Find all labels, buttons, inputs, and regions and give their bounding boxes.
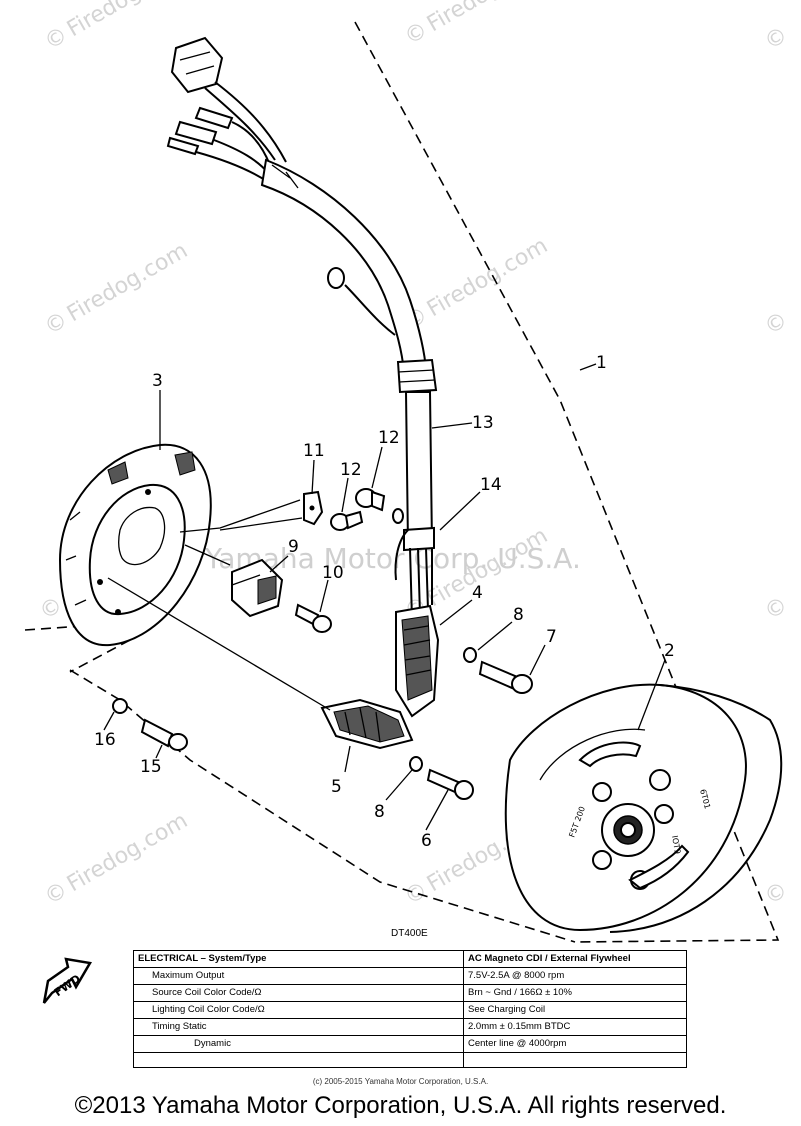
callout-15: 15 bbox=[140, 757, 162, 777]
callout-2: 2 bbox=[664, 641, 675, 661]
spec-row: Timing Static 2.0mm ± 0.15mm BTDC bbox=[133, 1018, 687, 1036]
screw-10 bbox=[294, 603, 332, 633]
assembly-boundary-line bbox=[69, 639, 131, 673]
spec-row: Lighting Coil Color Code/Ω See Charging … bbox=[133, 1001, 687, 1019]
spec-label: Lighting Coil Color Code/Ω bbox=[133, 1001, 464, 1019]
watermark-text: Firedog.com bbox=[63, 238, 192, 327]
electrical-spec-table: ELECTRICAL – System/Type AC Magneto CDI … bbox=[133, 950, 687, 1068]
spec-value: Brn ~ Gnd / 166Ω ± 10% bbox=[463, 984, 687, 1002]
spec-value: Center line @ 4000rpm bbox=[463, 1035, 687, 1053]
flywheel-rotor: F5T 200 6T01 IOT9 bbox=[504, 683, 783, 933]
callout-11: 11 bbox=[303, 441, 325, 461]
watermark-copyright: © bbox=[761, 23, 793, 56]
pickup-coil bbox=[231, 558, 284, 618]
spec-value: 7.5V-2.5A @ 8000 rpm bbox=[463, 967, 687, 985]
spec-value: See Charging Coil bbox=[463, 1001, 687, 1019]
spec-row: Dynamic Center line @ 4000rpm bbox=[133, 1035, 687, 1053]
callout-5: 5 bbox=[331, 777, 342, 797]
small-copyright-notice: (c) 2005-2015 Yamaha Motor Corporation, … bbox=[312, 1077, 489, 1086]
screw-12-right bbox=[355, 488, 386, 512]
watermark-text: Firedog.com bbox=[423, 0, 552, 37]
callout-9: 9 bbox=[288, 537, 299, 557]
spec-label: ELECTRICAL – System/Type bbox=[133, 950, 464, 968]
washer-16 bbox=[112, 698, 128, 714]
watermark-copyright: © bbox=[761, 593, 793, 626]
spec-label: Maximum Output bbox=[133, 967, 464, 985]
watermark-copyright: © bbox=[761, 878, 793, 911]
callout-13: 13 bbox=[472, 413, 494, 433]
callout-labels: 1 2 3 4 5 6 7 8 8 9 10 11 12 12 13 14 15… bbox=[94, 353, 675, 851]
watermark-text: Firedog.com bbox=[63, 0, 192, 42]
callout-4: 4 bbox=[472, 583, 483, 603]
watermark-text: Firedog.com bbox=[63, 808, 192, 897]
wiring-harness bbox=[166, 36, 438, 621]
washer-8-lower bbox=[409, 756, 423, 772]
spec-label: Timing Static bbox=[133, 1018, 464, 1036]
alignment-line bbox=[107, 577, 331, 711]
callout-1: 1 bbox=[596, 353, 607, 373]
watermark-text: Firedog.com bbox=[423, 233, 552, 322]
screw-6 bbox=[426, 768, 474, 800]
callout-10: 10 bbox=[322, 563, 344, 583]
screw-12-left bbox=[330, 510, 364, 531]
spec-label bbox=[133, 1052, 464, 1068]
watermark-copyright: © bbox=[761, 308, 793, 341]
callout-12-lower: 12 bbox=[340, 460, 362, 480]
stator-base-plate bbox=[58, 443, 212, 647]
callout-12-upper: 12 bbox=[378, 428, 400, 448]
leader-lines bbox=[103, 363, 666, 831]
callout-14: 14 bbox=[480, 475, 502, 495]
source-coil-assembly bbox=[320, 604, 440, 750]
alignment-line bbox=[184, 544, 231, 566]
screw-15 bbox=[140, 718, 188, 751]
spec-row: ELECTRICAL – System/Type AC Magneto CDI … bbox=[133, 950, 687, 968]
callout-8-upper: 8 bbox=[513, 605, 524, 625]
screw-7 bbox=[478, 660, 533, 694]
spec-label: Dynamic bbox=[133, 1035, 464, 1053]
callout-8-lower: 8 bbox=[374, 802, 385, 822]
washer-8-upper bbox=[463, 647, 477, 663]
model-code-label: DT400E bbox=[391, 928, 428, 939]
callout-7: 7 bbox=[546, 627, 557, 647]
callout-16: 16 bbox=[94, 730, 116, 750]
spec-value bbox=[463, 1052, 687, 1068]
spec-value: AC Magneto CDI / External Flywheel bbox=[463, 950, 687, 968]
spec-row bbox=[133, 1052, 687, 1068]
spec-row: Maximum Output 7.5V-2.5A @ 8000 rpm bbox=[133, 967, 687, 985]
flywheel-mark: IOT9 bbox=[670, 835, 682, 855]
spec-label: Source Coil Color Code/Ω bbox=[133, 984, 464, 1002]
spec-row: Source Coil Color Code/Ω Brn ~ Gnd / 166… bbox=[133, 984, 687, 1002]
callout-6: 6 bbox=[421, 831, 432, 851]
callout-3: 3 bbox=[152, 371, 163, 391]
spec-value: 2.0mm ± 0.15mm BTDC bbox=[463, 1018, 687, 1036]
copyright-footer: ©2013 Yamaha Motor Corporation, U.S.A. A… bbox=[74, 1092, 727, 1119]
fwd-arrow-icon: FWD bbox=[42, 957, 92, 1004]
